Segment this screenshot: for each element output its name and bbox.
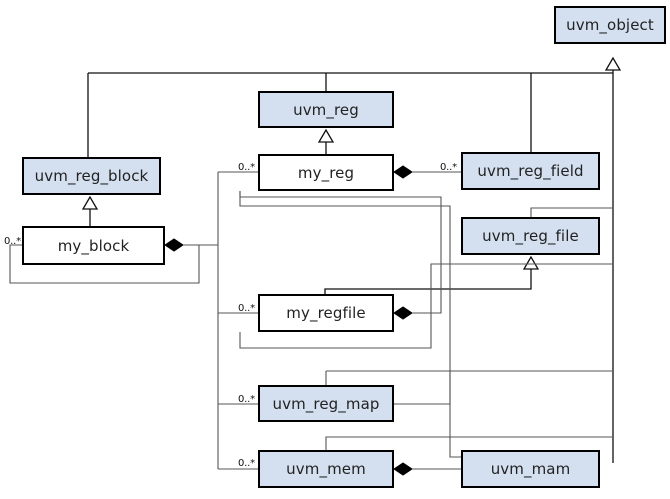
- class-box-uvm-mem[interactable]: uvm_mem: [258, 450, 394, 488]
- multiplicity-uvm-mem: 0..*: [238, 458, 255, 469]
- class-box-uvm-reg-block[interactable]: uvm_reg_block: [22, 157, 161, 195]
- composition-diamond-my-regfile: [393, 306, 413, 320]
- class-box-my-block[interactable]: my_block: [22, 226, 165, 265]
- generalization-triangle-uvm-reg: [317, 128, 335, 143]
- composition-my-block-trunk: [164, 171, 258, 470]
- multiplicity-my-reg: 0..*: [238, 162, 255, 173]
- class-label-uvm-reg-block: uvm_reg_block: [34, 167, 149, 185]
- generalization-triangle-uvm-object: [604, 56, 622, 71]
- class-label-uvm-reg: uvm_reg: [293, 100, 359, 119]
- class-box-my-reg[interactable]: my_reg: [258, 154, 394, 191]
- generalization-triangle-uvm-reg-block: [81, 195, 99, 210]
- edge-uvm-reg-file-to-trunk: [530, 207, 613, 217]
- composition-diamond-my-block: [164, 238, 184, 252]
- composition-diamond-my-reg: [393, 165, 413, 179]
- generalization-triangle-uvm-reg-file: [522, 255, 540, 270]
- edge-my-regfile-loop: [239, 263, 613, 349]
- composition-uvm-mem-uvm-mam: [393, 462, 461, 476]
- multiplicity-my-block: 0..*: [4, 236, 21, 247]
- class-label-uvm-reg-map: uvm_reg_map: [272, 394, 380, 413]
- generalization-spine-uvm-object: [87, 56, 622, 463]
- class-label-uvm-mam: uvm_mam: [490, 460, 571, 478]
- class-label-uvm-reg-file: uvm_reg_file: [482, 227, 579, 245]
- edge-uvm-mem-top: [325, 436, 613, 450]
- class-label-my-regfile: my_regfile: [286, 304, 366, 322]
- class-box-uvm-reg-map[interactable]: uvm_reg_map: [258, 385, 394, 422]
- composition-my-block-self: [9, 244, 200, 284]
- edge-my-reg-loop: [239, 191, 461, 458]
- generalization-my-regfile-uvm-reg-file: [324, 255, 540, 294]
- class-box-uvm-reg-field[interactable]: uvm_reg_field: [461, 152, 600, 190]
- class-label-uvm-object: uvm_object: [566, 16, 654, 34]
- class-label-uvm-reg-field: uvm_reg_field: [477, 162, 584, 180]
- edge-uvm-reg-map-right: [325, 370, 613, 405]
- class-label-my-reg: my_reg: [297, 163, 355, 182]
- composition-my-reg-uvm-reg-field: [393, 165, 461, 179]
- generalization-my-reg-uvm-reg: [317, 128, 335, 154]
- class-box-uvm-reg[interactable]: uvm_reg: [258, 91, 394, 128]
- class-label-my-block: my_block: [57, 236, 130, 255]
- class-box-uvm-object[interactable]: uvm_object: [554, 6, 666, 44]
- class-label-uvm-mem: uvm_mem: [286, 460, 366, 478]
- multiplicity-uvm-reg-field: 0..*: [440, 162, 457, 173]
- class-box-uvm-reg-file[interactable]: uvm_reg_file: [461, 217, 600, 255]
- generalization-my-block-uvm-reg-block: [81, 195, 99, 226]
- class-box-my-regfile[interactable]: my_regfile: [258, 294, 394, 332]
- composition-diamond-uvm-mem: [393, 462, 413, 476]
- class-box-uvm-mam[interactable]: uvm_mam: [461, 450, 600, 488]
- multiplicity-uvm-reg-map: 0..*: [238, 394, 255, 405]
- multiplicity-my-regfile: 0..*: [238, 303, 255, 314]
